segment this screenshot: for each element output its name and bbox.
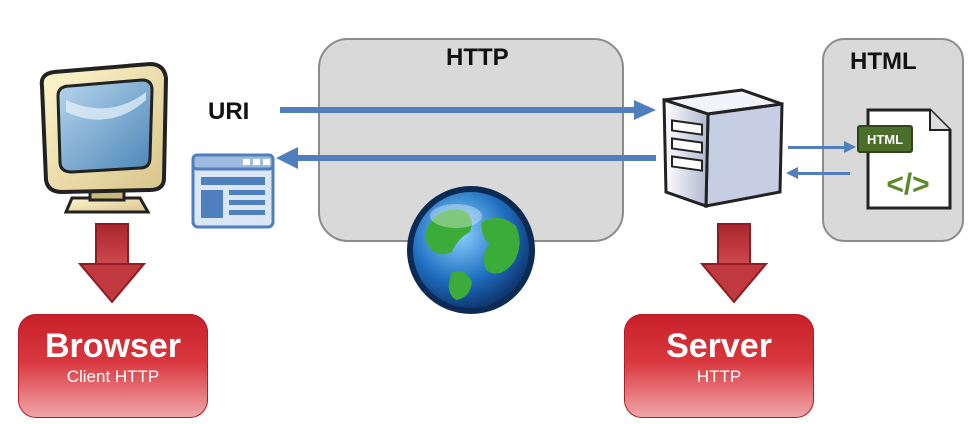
server-down-arrow <box>699 223 769 304</box>
monitor-icon <box>39 61 169 214</box>
server-box: Server HTTP <box>624 314 814 418</box>
server-subtitle: HTTP <box>696 367 742 386</box>
code-glyph-text: </> <box>886 168 929 201</box>
browser-title: Browser <box>44 327 182 365</box>
http-label: HTTP <box>446 44 509 71</box>
response-arrow <box>276 147 656 169</box>
uri-label: URI <box>208 98 250 125</box>
browser-down-arrow <box>77 223 147 304</box>
server-icon <box>662 88 784 209</box>
html-label: HTML <box>850 48 917 75</box>
browser-box: Browser Client HTTP <box>18 314 208 418</box>
uri-request-arrow <box>280 100 656 120</box>
server-title: Server <box>666 327 772 365</box>
web-page-icon <box>191 153 275 229</box>
browser-subtitle: Client HTTP <box>66 367 160 386</box>
globe-icon <box>407 186 535 314</box>
html-to-server-arrow <box>786 167 850 179</box>
html-document-icon: HTML </> <box>857 108 952 210</box>
html-tag-text: HTML <box>867 132 903 147</box>
server-to-html-arrow <box>788 141 856 153</box>
